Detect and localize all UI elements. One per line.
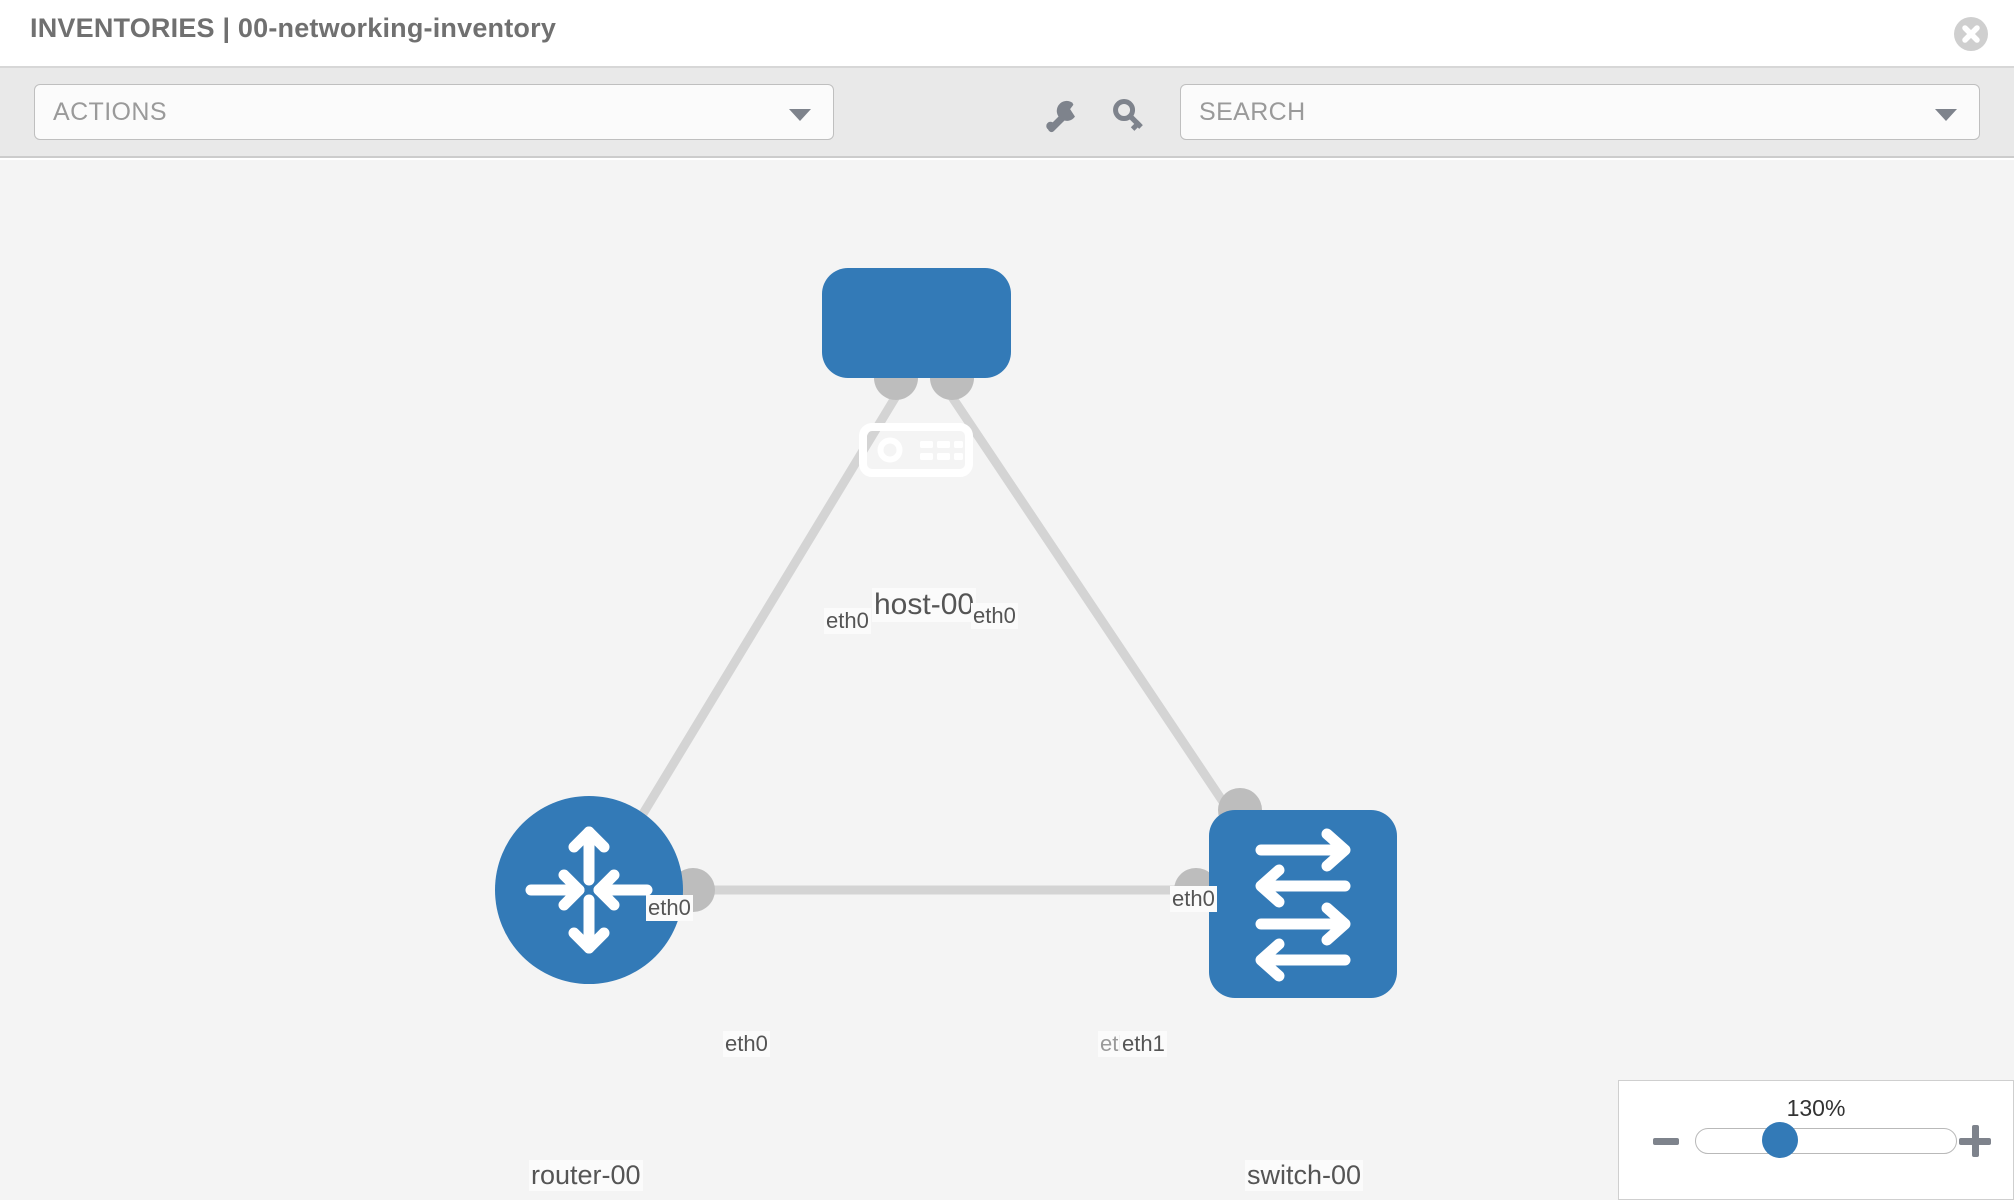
node-router-00 xyxy=(495,796,683,984)
key-icon[interactable] xyxy=(1108,94,1150,136)
link-host-switch xyxy=(942,385,1266,863)
node-label-router-00: router-00 xyxy=(529,1160,643,1191)
search-placeholder: SEARCH xyxy=(1199,98,1306,126)
search-input[interactable]: SEARCH xyxy=(1180,84,1980,140)
actions-dropdown-label: ACTIONS xyxy=(53,98,167,126)
edge-label-host-to-router: eth0 xyxy=(824,608,871,634)
edge-label-switch-to-host: eth0 xyxy=(1170,886,1217,912)
page-header: INVENTORIES | 00-networking-inventory xyxy=(0,0,2014,68)
chevron-down-icon[interactable] xyxy=(1935,109,1957,121)
topology-canvas[interactable]: host-00 router-00 switch-00 eth0 eth0 et… xyxy=(0,160,2014,1200)
edge-label-router-to-switch: eth0 xyxy=(723,1031,770,1057)
link-host-router xyxy=(611,385,905,863)
node-host-00 xyxy=(822,268,1011,477)
zoom-control-panel: 130% xyxy=(1618,1080,2014,1200)
chevron-down-icon xyxy=(789,109,811,121)
zoom-slider-track[interactable] xyxy=(1695,1128,1957,1154)
zoom-slider-thumb[interactable] xyxy=(1762,1122,1798,1158)
topology-links xyxy=(611,385,1266,895)
edge-label-switch-to-router: eth1 xyxy=(1120,1031,1167,1057)
close-icon[interactable] xyxy=(1954,17,1988,51)
edge-label-router-to-host: eth0 xyxy=(646,895,693,921)
edge-label-host-to-switch: eth0 xyxy=(971,603,1018,629)
page-title: INVENTORIES | 00-networking-inventory xyxy=(30,13,557,43)
topology-graph xyxy=(495,268,1397,998)
node-label-host-00: host-00 xyxy=(872,588,977,622)
wrench-icon[interactable] xyxy=(1040,94,1082,136)
actions-dropdown[interactable]: ACTIONS xyxy=(34,84,834,140)
plus-icon[interactable] xyxy=(1959,1125,1991,1157)
node-switch-00 xyxy=(1209,810,1397,998)
node-label-switch-00: switch-00 xyxy=(1245,1160,1364,1191)
zoom-level-value: 130% xyxy=(1786,1095,1846,1121)
toolbar: ACTIONS SEARCH xyxy=(0,68,2014,158)
minus-icon[interactable] xyxy=(1653,1138,1679,1145)
